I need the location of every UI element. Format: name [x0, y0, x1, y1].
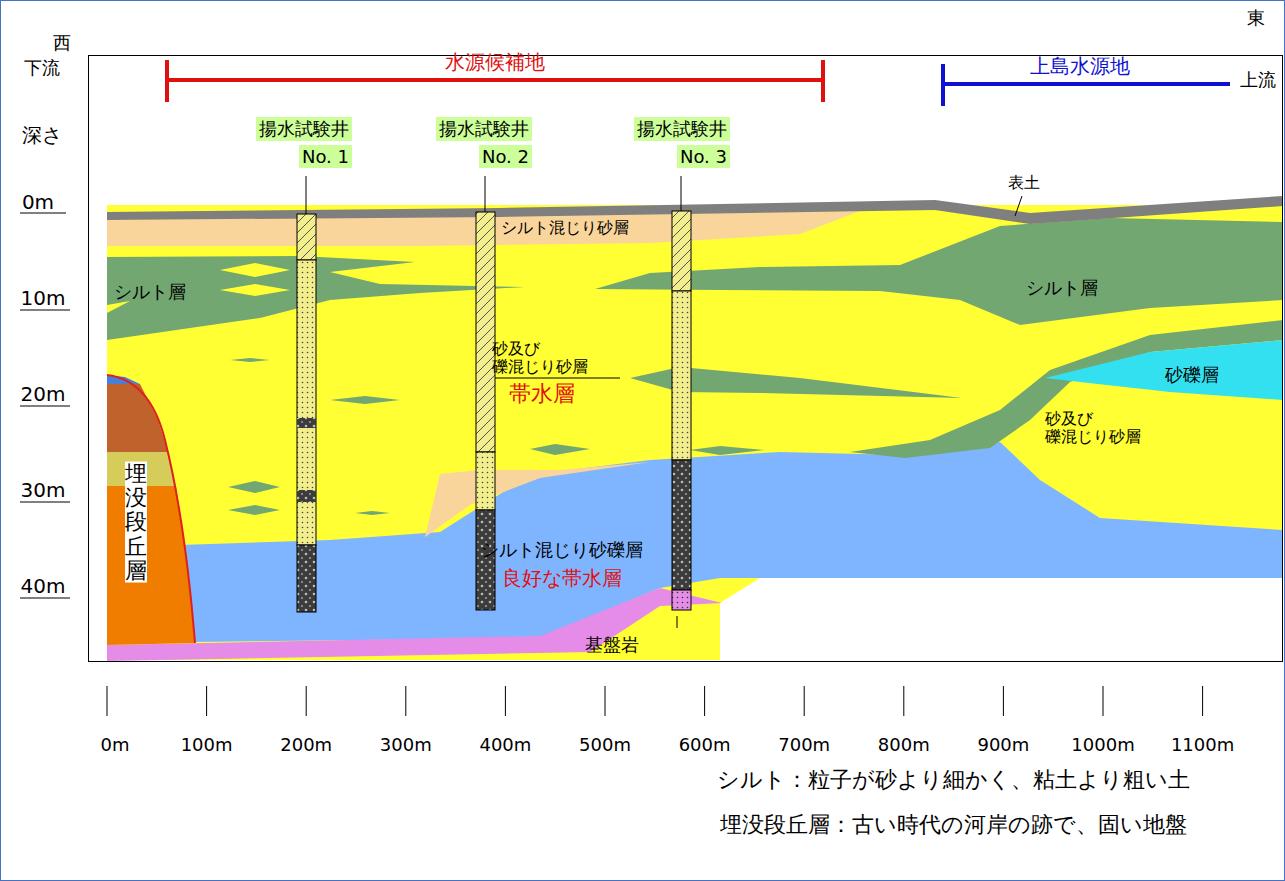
layer-label: 埋没段丘層 — [125, 462, 147, 583]
depth-label: 30m — [21, 479, 66, 502]
depth-label: 10m — [21, 287, 66, 310]
layer-label: 基盤岩 — [585, 635, 639, 656]
layer-label: シルト層 — [1026, 278, 1098, 299]
axis-label: 800m — [878, 735, 930, 756]
layer-label: シルト混じり砂礫層 — [481, 540, 643, 561]
axis-label: 1000m — [1071, 735, 1134, 756]
direction-label: 上流 — [1240, 70, 1276, 91]
axis-title: 深さ — [22, 124, 62, 147]
aquifer-label: 帯水層 — [509, 381, 575, 406]
direction-label: 東 — [1247, 8, 1265, 29]
axis-tick — [704, 686, 705, 716]
depth-label: 40m — [21, 575, 66, 598]
layer-label: 砂及び 礫混じり砂層 — [1045, 410, 1151, 447]
layer-label: 表土 — [1008, 174, 1040, 192]
direction-label: 西 — [53, 33, 71, 54]
note: 埋没段丘層：古い時代の河岸の跡で、固い地盤 — [720, 812, 1187, 837]
axis-tick — [505, 686, 506, 716]
layer-label: シルト混じり砂層 — [501, 219, 629, 237]
depth-label: 0m — [22, 191, 54, 214]
region-label: 水源候補地 — [445, 51, 545, 74]
axis-tick — [1202, 686, 1203, 716]
axis-label: 100m — [181, 735, 233, 756]
axis-tick — [605, 686, 606, 716]
axis-label: 0m — [101, 735, 130, 756]
depth-label: 20m — [21, 383, 66, 406]
well-label: 揚水試験井 No. 2 — [436, 117, 532, 168]
axis-tick — [1003, 686, 1004, 716]
well-number: No. 3 — [677, 145, 730, 169]
axis-label: 600m — [679, 735, 731, 756]
well-number: No. 2 — [479, 145, 532, 169]
axis-tick — [804, 686, 805, 716]
well-title: 揚水試験井 — [436, 117, 532, 141]
layer-label: シルト層 — [114, 282, 186, 303]
region-label: 上島水源地 — [1030, 55, 1130, 78]
axis-label: 700m — [778, 735, 830, 756]
axis-tick — [107, 686, 108, 716]
direction-label: 下流 — [24, 58, 60, 79]
well-title: 揚水試験井 — [634, 117, 730, 141]
axis-label: 900m — [977, 735, 1029, 756]
axis-tick — [206, 686, 207, 716]
axis-label: 200m — [280, 735, 332, 756]
note: シルト：粒子が砂より細かく、粘土より粗い土 — [717, 767, 1190, 792]
aquifer-label: 良好な帯水層 — [502, 567, 622, 590]
axis-label: 400m — [479, 735, 531, 756]
axis-label: 1100m — [1171, 735, 1234, 756]
well-title: 揚水試験井 — [256, 117, 352, 141]
axis-tick — [405, 686, 406, 716]
axis-label: 500m — [579, 735, 631, 756]
well-label: 揚水試験井 No. 1 — [256, 117, 352, 168]
layer-label: 砂礫層 — [1165, 365, 1219, 386]
well-number: No. 1 — [299, 145, 352, 169]
axis-label: 300m — [380, 735, 432, 756]
axis-tick — [903, 686, 904, 716]
layer-label: 砂及び 礫混じり砂層 — [492, 340, 598, 377]
axis-tick — [306, 686, 307, 716]
axis-tick — [1103, 686, 1104, 716]
well-label: 揚水試験井 No. 3 — [634, 117, 730, 168]
